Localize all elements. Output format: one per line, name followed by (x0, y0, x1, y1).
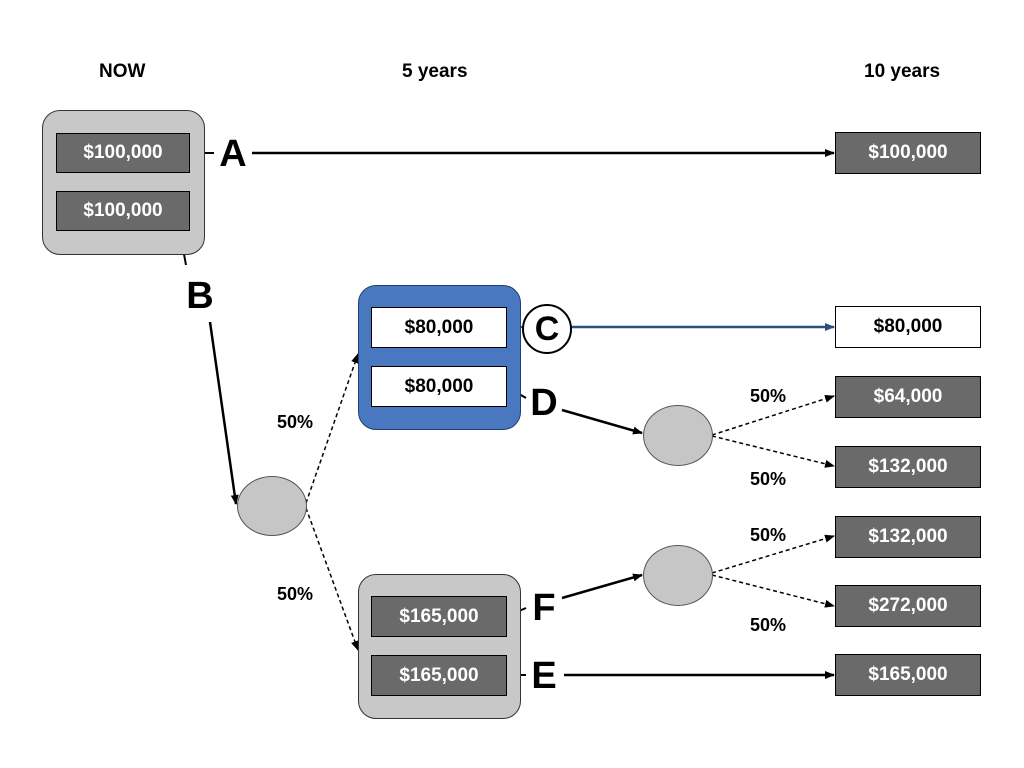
label-b: B (186, 275, 214, 317)
now-box-2: $100,000 (56, 191, 190, 231)
now-box-1: $100,000 (56, 133, 190, 173)
outcome-f-low: $132,000 (835, 516, 981, 558)
outcome-c: $80,000 (835, 306, 981, 348)
dashed-d-down (711, 435, 835, 468)
dashed-branch-up (305, 353, 359, 504)
gray-box-2: $165,000 (371, 655, 507, 696)
arrow-d (561, 408, 643, 435)
chance-node-3 (643, 545, 713, 606)
label-e: E (531, 655, 557, 697)
outcome-d-low: $64,000 (835, 376, 981, 418)
outcome-a: $100,000 (835, 132, 981, 174)
pct-node1-up: 50% (277, 412, 314, 432)
blue-box-2: $80,000 (371, 366, 507, 407)
header-now: NOW (99, 61, 146, 82)
label-c: C (522, 304, 572, 354)
gray-box-1: $165,000 (371, 596, 507, 637)
pct-node2-up: 50% (750, 386, 787, 406)
outcome-e: $165,000 (835, 654, 981, 696)
blue-box-1: $80,000 (371, 307, 507, 348)
pct-node2-down: 50% (750, 469, 787, 489)
arrow-b (208, 321, 239, 505)
label-a: A (219, 133, 247, 175)
header-10-years: 10 years (864, 61, 941, 82)
dashed-f-down (711, 574, 835, 608)
label-d: D (530, 382, 558, 424)
pct-node3-up: 50% (750, 525, 787, 545)
dashed-d-up (711, 394, 835, 436)
pct-node1-down: 50% (277, 584, 314, 604)
header-5-years: 5 years (402, 61, 468, 82)
chance-node-2 (643, 405, 713, 466)
now-group (42, 110, 205, 255)
dashed-branch-down (305, 507, 359, 651)
pct-node3-down: 50% (750, 615, 787, 635)
label-f: F (532, 587, 556, 629)
arrow-f (561, 573, 643, 600)
chance-node-1 (237, 476, 307, 536)
outcome-f-high: $272,000 (835, 585, 981, 627)
outcome-d-high: $132,000 (835, 446, 981, 488)
dashed-f-up (711, 534, 835, 574)
